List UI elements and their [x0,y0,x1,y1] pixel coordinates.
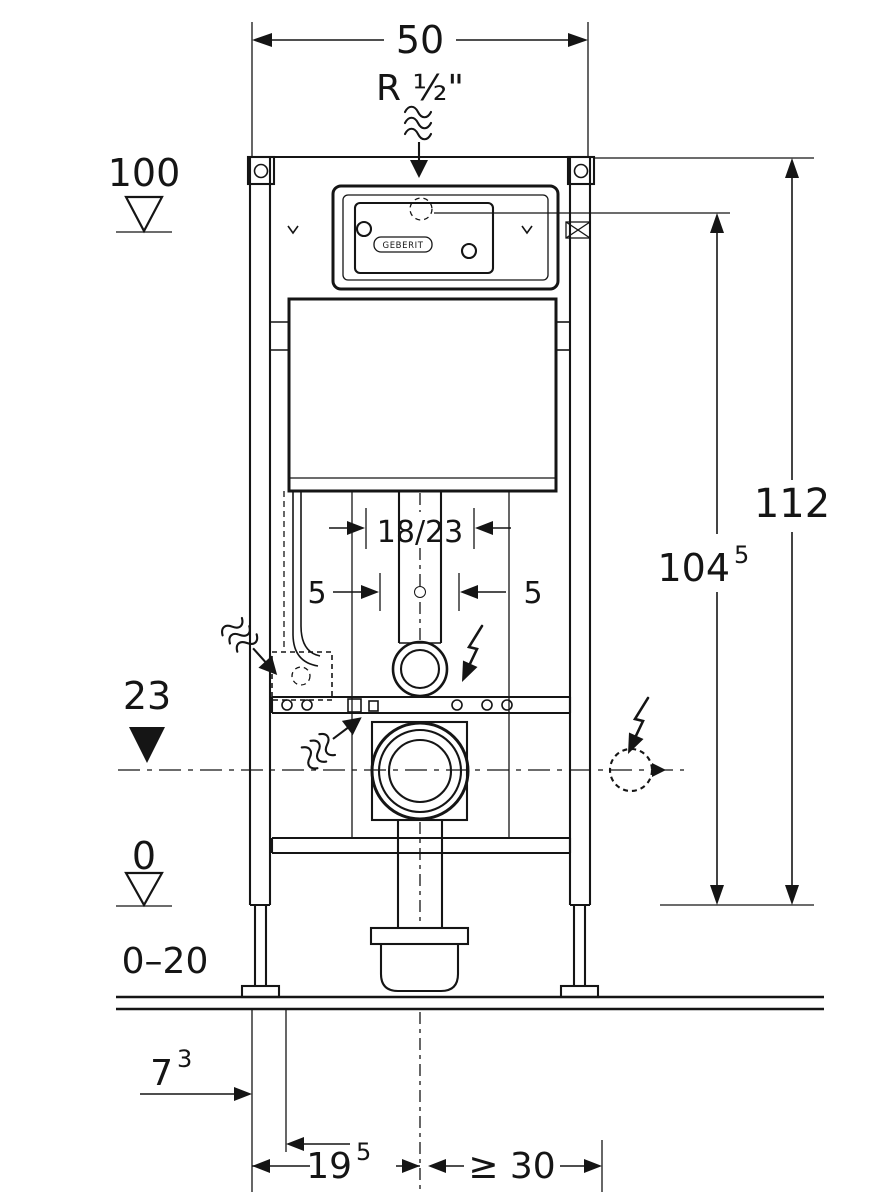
cut-mark-right [521,225,533,235]
lower-crossbar [270,836,572,855]
drain-socket [370,720,470,822]
upper-crossbar [270,695,572,715]
electrical-connection-icon-2 [626,696,650,756]
cistern-box [270,297,570,493]
direction-arrow-icon [652,763,666,777]
level-100-label: 100 [108,151,181,195]
filled-triangle-icon [129,727,165,763]
dimension-side-clearance: ≥ 30 [428,1146,602,1187]
level-100-marker: 100 [108,151,181,234]
dimension-adjustment: 5 5 [307,573,543,611]
water-inlet-arrow-icon [403,105,433,180]
electrical-connection-icon [460,624,484,684]
floor-line [116,995,824,1011]
rail-fastener [565,221,591,239]
open-triangle-icon [124,195,164,234]
dim-7-label: 7 [150,1053,173,1094]
mounting-frame [246,155,596,907]
brand-plate [373,236,433,253]
dimension-outlet-depth: 19 5 [252,1138,420,1187]
open-triangle-icon [124,871,164,908]
dim-min-30-label: ≥ 30 [468,1146,555,1187]
dim-104-sup-label: 5 [734,541,749,569]
level-0-marker: 0 [116,834,172,908]
dim-18-23-label: 18/23 [377,515,463,550]
supply-pipe [271,491,333,701]
dimension-total-height: 112 [594,157,830,906]
water-supply-arrow-icon-2 [296,706,372,773]
water-inlet: R ½" [376,68,464,180]
dim-104-label: 104 [657,546,730,590]
foot-right [559,984,600,999]
center-point [414,586,426,598]
dim-19-sup-label: 5 [356,1138,371,1166]
floor-range-label: 0–20 [122,941,209,982]
dim-50-label: 50 [396,18,444,62]
brand-label: GEBERIT [383,241,424,251]
dim-7-sup-label: 3 [177,1045,192,1073]
dim-5-right-label: 5 [523,576,542,611]
dimension-front-depth: 7 3 [140,1045,350,1151]
level-23-marker: 23 [123,674,171,763]
drain-bend [369,926,470,993]
dimension-inlet-height: 104 5 [657,213,749,905]
top-fixing-plate-right [566,155,596,186]
outlet-pipe [396,820,444,928]
cut-mark-left [287,225,299,235]
dim-19-label: 19 [306,1146,352,1187]
dimension-top-width: 50 [251,18,589,157]
adjustable-legs [240,905,600,999]
water-supply-arrow-icon [218,613,288,686]
top-fixing-plate-left [246,155,276,186]
inlet-thread-label: R ½" [376,68,464,109]
dimension-bolt-spacing: 18/23 [329,508,511,550]
dim-5-left-label: 5 [307,576,326,611]
flush-pipe [397,491,443,643]
level-23-label: 23 [123,674,171,718]
foot-left [240,984,281,999]
supply-connection-zone [271,651,333,701]
level-0-label: 0 [132,834,156,878]
access-panel: GEBERIT [331,184,730,291]
water-connection-circle [409,197,433,221]
alternative-outlet-position [608,747,666,793]
dim-112-label: 112 [754,481,830,527]
fixing-rods [351,491,510,838]
flush-bend [391,640,449,698]
flush-plate [353,201,495,275]
